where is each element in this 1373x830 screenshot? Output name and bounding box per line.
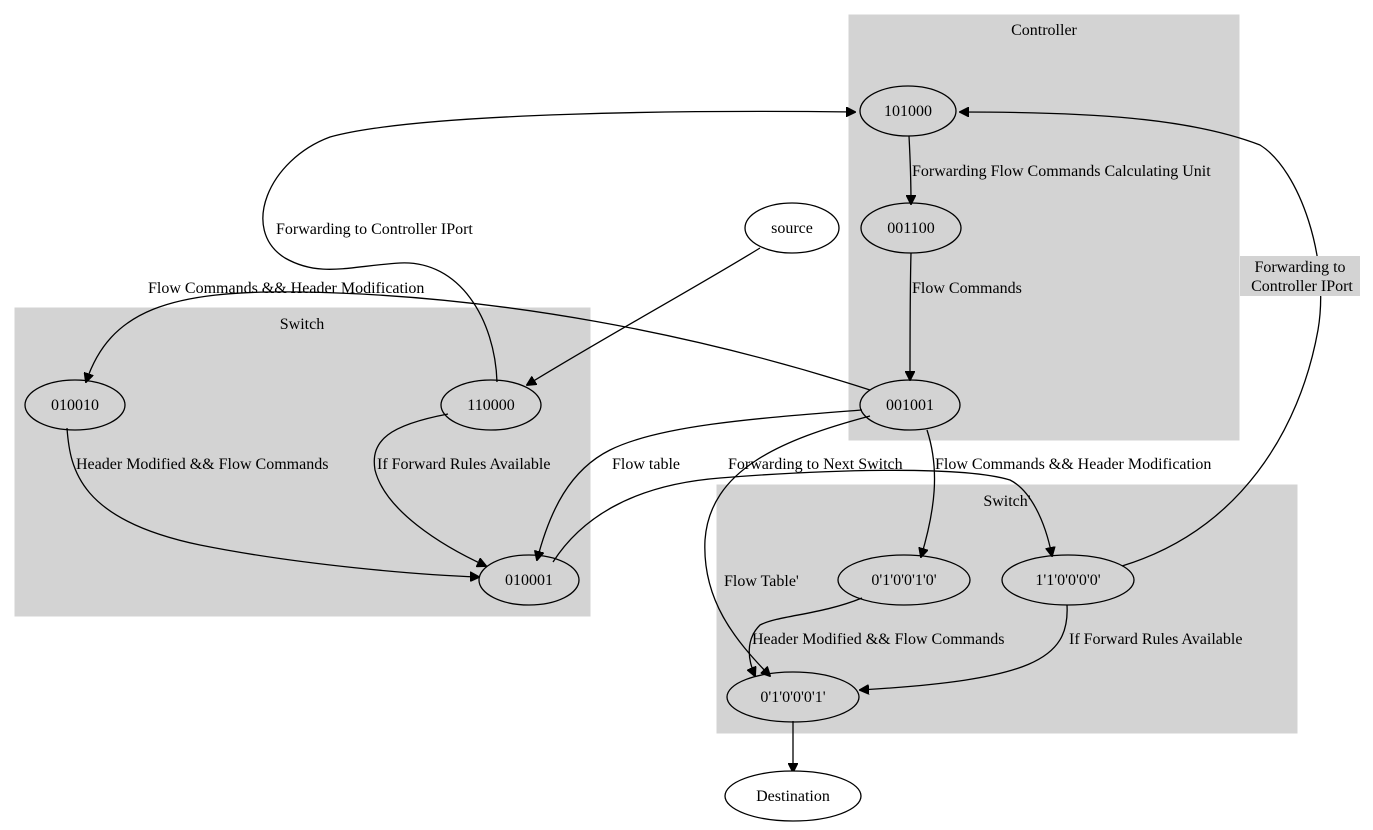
edge-label-if-forward-2: If Forward Rules Available	[1069, 631, 1242, 648]
edge-001001-to-010010	[86, 291, 871, 391]
node-p110-label: 1'1'0'0'0'0'	[1035, 572, 1100, 589]
edge-label-forwarding-controller-2b: Controller IPort	[1251, 278, 1353, 295]
cluster-switch-prime-label: Switch'	[983, 493, 1030, 510]
node-001001[interactable]: 001001	[859, 379, 961, 431]
node-010010-label: 010010	[51, 397, 99, 414]
node-101000-label: 101000	[884, 103, 932, 120]
edge-label-forwarding-controller-2a: Forwarding to	[1254, 259, 1345, 276]
edge-label-flow-commands-header-mod-2: Flow Commands && Header Modification	[935, 456, 1211, 473]
node-010001[interactable]: 010001	[478, 554, 580, 606]
edge-label-if-forward-1: If Forward Rules Available	[377, 456, 550, 473]
edge-label-header-modified-2: Header Modified && Flow Commands	[752, 631, 1004, 648]
edge-101000-to-001100	[909, 135, 911, 204]
node-001100[interactable]: 001100	[860, 202, 962, 254]
node-p010[interactable]: 0'1'0'0'1'0'	[837, 554, 971, 606]
node-destination[interactable]: Destination	[724, 770, 862, 822]
edge-110000-to-101000	[262, 111, 855, 383]
edge-label-flow-table-prime: Flow Table'	[724, 573, 799, 590]
edge-001001-to-010001	[537, 409, 863, 560]
node-p001-label: 0'1'0'0'0'1'	[760, 689, 825, 706]
edge-p010-to-p001	[749, 597, 863, 676]
node-p001[interactable]: 0'1'0'0'0'1'	[726, 671, 860, 723]
edge-label-forwarding-controller-1: Forwarding to Controller IPort	[276, 221, 473, 238]
cluster-controller-label: Controller	[1011, 22, 1077, 39]
edge-001001-to-p010	[921, 429, 936, 557]
edge-110000-to-010001	[373, 413, 486, 566]
cluster-switch-prime: Switch'	[716, 484, 1298, 734]
edge-label-forwarding-calc: Forwarding Flow Commands Calculating Uni…	[912, 163, 1211, 180]
edge-label-flow-commands: Flow Commands	[912, 280, 1022, 297]
edge-label-flow-table: Flow table	[612, 456, 680, 473]
edge-p110-to-101000	[960, 112, 1322, 567]
node-101000[interactable]: 101000	[859, 85, 957, 137]
edge-001001-to-p001	[704, 415, 871, 676]
edge-source-to-110000	[527, 247, 761, 385]
node-p110[interactable]: 1'1'0'0'0'0'	[1001, 554, 1135, 606]
node-source-label: source	[771, 220, 813, 237]
edge-001100-to-001001	[910, 252, 911, 380]
cluster-switch-label: Switch	[280, 316, 324, 333]
node-010010[interactable]: 010010	[24, 379, 126, 431]
node-010001-label: 010001	[505, 572, 553, 589]
edge-p110-to-p001	[860, 604, 1068, 690]
edge-label-forwarding-next-switch: Forwarding to Next Switch	[728, 456, 903, 473]
node-110000[interactable]: 110000	[440, 379, 542, 431]
node-001100-label: 001100	[887, 220, 934, 237]
node-destination-label: Destination	[756, 788, 830, 805]
node-110000-label: 110000	[467, 397, 514, 414]
node-source[interactable]: source	[744, 202, 840, 254]
node-001001-label: 001001	[886, 397, 934, 414]
node-p010-label: 0'1'0'0'1'0'	[871, 572, 936, 589]
edge-label-header-modified-1: Header Modified && Flow Commands	[76, 456, 328, 473]
edge-010001-to-p110	[552, 469, 1052, 563]
edge-label-bg	[1240, 256, 1360, 296]
edge-010010-to-010001	[66, 427, 479, 577]
edge-label-flow-commands-header-mod-1: Flow Commands && Header Modification	[148, 280, 424, 297]
